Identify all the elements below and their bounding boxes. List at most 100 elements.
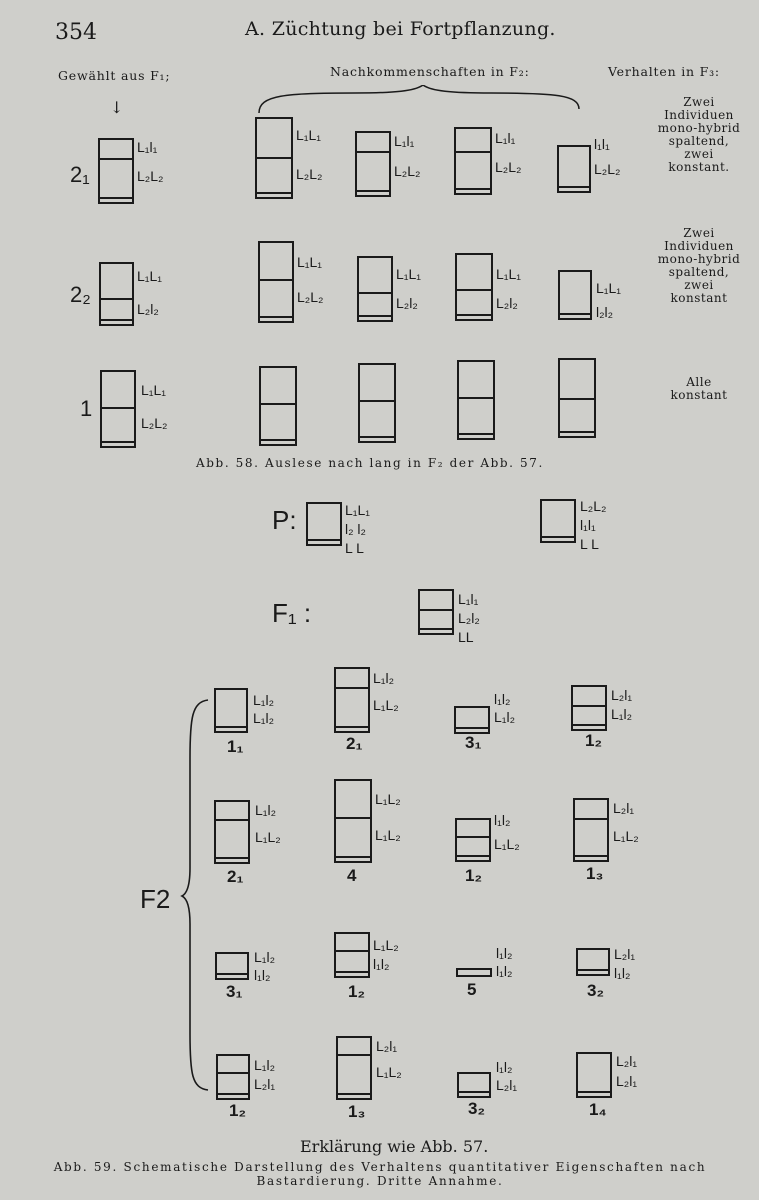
genotype-label: L₁L₁ bbox=[141, 382, 167, 398]
offspring-box bbox=[255, 117, 293, 199]
f2-box bbox=[571, 685, 607, 731]
f2-plant-number: 1₂ bbox=[585, 731, 603, 750]
running-title: A. Züchtung bei Fortpflanzung. bbox=[245, 18, 556, 40]
f2-box bbox=[215, 952, 249, 980]
column-header-selected: Gewählt aus F₁; bbox=[58, 68, 171, 83]
f2-brace bbox=[180, 699, 209, 1091]
row-label-1: 1 bbox=[80, 396, 93, 421]
down-arrow-icon: ↓ bbox=[110, 98, 124, 117]
genotype-label: L₂l₁ bbox=[496, 1077, 518, 1093]
genotype-label: L₂l₂ bbox=[137, 301, 159, 317]
genotype-label: L₂l₁ bbox=[614, 946, 636, 962]
f2-box bbox=[214, 800, 250, 864]
selected-plant-box-row3 bbox=[100, 370, 136, 448]
genotype-label: l₁l₂ bbox=[496, 963, 513, 979]
genotype-label: l₁l₂ bbox=[373, 956, 390, 972]
f2-box bbox=[576, 948, 610, 976]
genotype-label: L₂L₂ bbox=[141, 415, 168, 431]
genotype-label: L₁L₁ bbox=[296, 127, 322, 143]
genotype-label: L₂L₂ bbox=[580, 498, 607, 514]
selected-plant-box-row1 bbox=[98, 138, 134, 204]
genotype-label: L₁L₂ bbox=[376, 1064, 402, 1080]
genotype-label: L₂L₂ bbox=[594, 161, 621, 177]
genotype-label: L₁l₂ bbox=[611, 706, 633, 722]
f2-plant-number: 1₁ bbox=[227, 737, 244, 756]
f2-plant-number: 2₁ bbox=[346, 734, 363, 753]
genotype-label: l₁l₂ bbox=[496, 945, 513, 961]
genotype-label: l₁l₂ bbox=[614, 965, 631, 981]
offspring-box bbox=[457, 360, 495, 440]
genotype-label: l₁l₂ bbox=[254, 967, 271, 983]
row-label-2-1: 2₁ bbox=[70, 162, 90, 187]
offspring-box bbox=[355, 131, 391, 197]
genotype-label: L₁L₂ bbox=[255, 829, 281, 845]
genotype-label: L₂L₂ bbox=[394, 163, 421, 179]
f1-generation-label: F₁ : bbox=[272, 598, 312, 628]
offspring-box bbox=[357, 256, 393, 322]
f2-plant-number: 1₂ bbox=[465, 866, 483, 885]
parent-generation-label: P: bbox=[272, 505, 297, 535]
f2-box bbox=[336, 1036, 372, 1100]
parent-box-1 bbox=[306, 502, 342, 546]
f2-box bbox=[214, 688, 248, 733]
offspring-brace bbox=[258, 85, 580, 114]
genotype-label: L₂L₂ bbox=[137, 168, 164, 184]
f2-plant-number: 3₂ bbox=[468, 1099, 486, 1118]
f2-plant-number: 4 bbox=[347, 866, 357, 885]
genotype-label: L₁L₂ bbox=[494, 836, 520, 852]
genotype-label: L₂l₁ bbox=[611, 687, 633, 703]
offspring-box bbox=[258, 241, 294, 323]
column-header-offspring: Nachkommenschaften in F₂: bbox=[330, 64, 530, 79]
genotype-label: L₁L₂ bbox=[375, 791, 401, 807]
genotype-label: L₁l₂ bbox=[254, 949, 276, 965]
genotype-label: L₁l₂ bbox=[253, 692, 275, 708]
genotype-label: L L bbox=[580, 536, 599, 552]
genotype-label: L₁l₁ bbox=[458, 591, 479, 607]
page-number: 354 bbox=[55, 20, 97, 45]
behavior-text-row3: Alle konstant bbox=[670, 375, 728, 402]
f2-plant-number: 3₂ bbox=[587, 981, 605, 1000]
genotype-label: L₁l₂ bbox=[373, 670, 395, 686]
genotype-label: L₂l₁ bbox=[613, 800, 635, 816]
f2-plant-number: 2₁ bbox=[227, 867, 244, 886]
f2-plant-number: 1₂ bbox=[229, 1101, 247, 1120]
offspring-box bbox=[558, 358, 596, 438]
genotype-label: L₂L₂ bbox=[296, 166, 323, 182]
genotype-label: l₁l₂ bbox=[496, 1059, 513, 1075]
offspring-box bbox=[358, 363, 396, 443]
figure-59-caption: Abb. 59. Schematische Darstellung des Ve… bbox=[53, 1160, 707, 1188]
f2-box bbox=[216, 1054, 250, 1100]
behavior-text-row2: Zwei Individuen mono-hybrid spaltend, zw… bbox=[657, 226, 741, 305]
f1-box bbox=[418, 589, 454, 635]
offspring-box bbox=[455, 253, 493, 321]
f2-plant-number: 1₃ bbox=[586, 864, 604, 883]
genotype-label: L₂L₂ bbox=[297, 289, 324, 305]
selected-plant-box-row2 bbox=[99, 262, 134, 326]
f2-plant-number: 3₁ bbox=[465, 733, 482, 752]
genotype-label: l₁l₁ bbox=[580, 517, 596, 533]
genotype-label: l₁l₂ bbox=[494, 691, 511, 707]
genotype-label: L₂l₁ bbox=[254, 1076, 276, 1092]
genotype-label: L₁L₁ bbox=[297, 254, 323, 270]
genotype-label: L₁L₁ bbox=[596, 280, 622, 296]
genotype-label: L₁L₁ bbox=[345, 502, 371, 518]
genotype-label: L₁l₂ bbox=[253, 710, 275, 726]
genotype-label: L₁l₂ bbox=[494, 709, 516, 725]
genotype-label: L₁L₂ bbox=[613, 828, 639, 844]
genotype-label: L₁l₁ bbox=[495, 130, 516, 146]
f2-box bbox=[573, 798, 609, 862]
genotype-label: L₂l₁ bbox=[616, 1073, 638, 1089]
genotype-label: L₁L₂ bbox=[373, 937, 399, 953]
genotype-label: L₁l₁ bbox=[137, 139, 158, 155]
genotype-label: l₂ l₂ bbox=[345, 521, 366, 537]
f2-plant-number: 1₄ bbox=[589, 1100, 607, 1119]
offspring-box bbox=[454, 127, 492, 195]
behavior-text-row1: Zwei Individuen mono-hybrid spaltend, zw… bbox=[657, 95, 741, 174]
f2-generation-label: F2 bbox=[140, 884, 171, 914]
genotype-label: L₁L₁ bbox=[137, 268, 163, 284]
f2-plant-number: 1₃ bbox=[348, 1102, 366, 1121]
offspring-box bbox=[557, 145, 591, 193]
f2-box bbox=[457, 1072, 491, 1098]
explanation-note: Erklärung wie Abb. 57. bbox=[300, 1137, 489, 1156]
offspring-box bbox=[558, 270, 592, 320]
